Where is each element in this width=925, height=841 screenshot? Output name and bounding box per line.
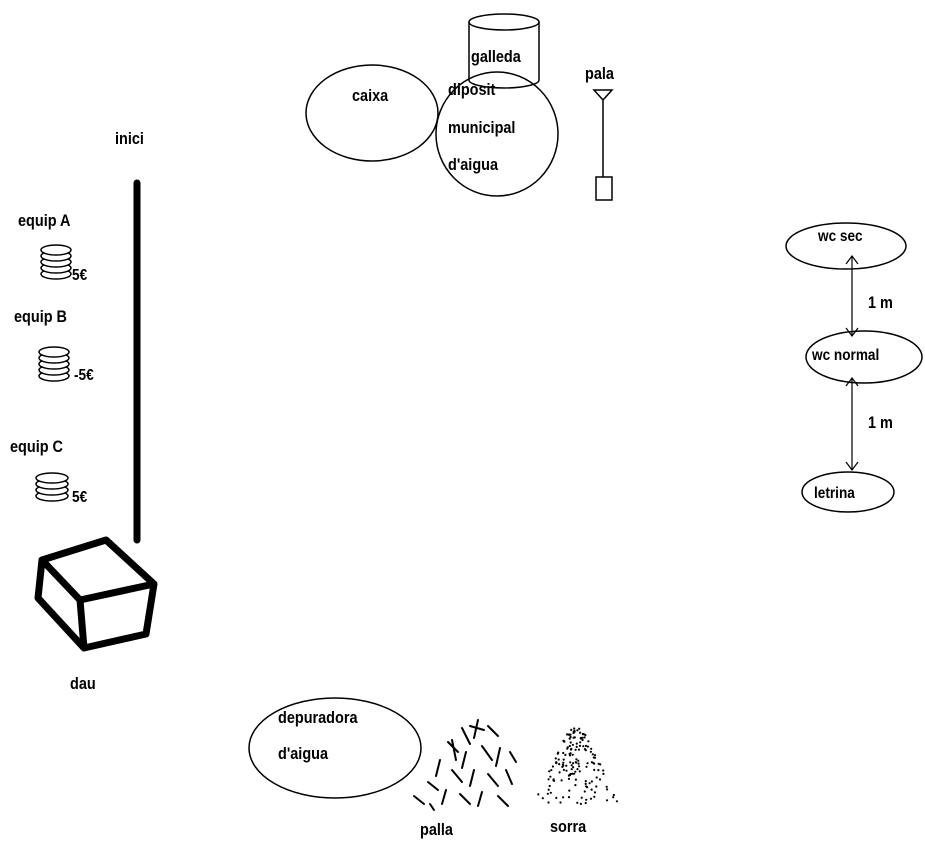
municipal-tank-circle	[435, 71, 559, 197]
team-c-name: equip C	[10, 437, 63, 456]
die-cube-icon	[34, 536, 158, 652]
start-label: inici	[115, 129, 144, 148]
box-label: caixa	[352, 86, 389, 105]
tank-label-line2: municipal	[448, 118, 516, 137]
latrine-ellipse	[801, 471, 895, 513]
distance-label-1: 1 m	[868, 293, 893, 312]
bucket-icon	[468, 13, 540, 89]
tank-label-line1: dipòsit	[448, 80, 496, 99]
team-b-name: equip B	[14, 307, 67, 326]
team-b-amount: -5€	[74, 367, 94, 384]
distance-arrow-1	[845, 255, 859, 337]
coin-stack-a-icon	[40, 244, 72, 280]
purifier-label-line2: d'aigua	[278, 744, 329, 763]
team-a-name: equip A	[18, 211, 71, 230]
box-circle	[305, 64, 439, 162]
purifier-label-line1: depuradora	[278, 708, 358, 727]
sand-pile-icon	[537, 727, 619, 806]
sand-label: sorra	[550, 817, 587, 836]
dry-wc-label: wc sec	[818, 228, 863, 245]
dry-wc-ellipse	[785, 222, 907, 270]
water-purifier-ellipse	[248, 697, 422, 799]
bucket-label: galleda	[471, 47, 521, 66]
team-c-amount: 5€	[72, 489, 88, 506]
normal-wc-ellipse	[805, 330, 923, 384]
straw-label: palla	[420, 820, 453, 839]
tank-label-line3: d'aigua	[448, 155, 499, 174]
team-a-amount: 5€	[72, 267, 88, 284]
coin-stack-b-icon	[38, 346, 70, 382]
straw-pile-icon	[413, 719, 517, 811]
coin-stack-c-icon	[35, 472, 69, 502]
distance-label-2: 1 m	[868, 413, 893, 432]
normal-wc-label: wc normal	[812, 347, 880, 364]
distance-arrow-2	[845, 377, 859, 471]
shovel-icon	[592, 89, 614, 201]
die-label: dau	[70, 674, 96, 693]
latrine-label: letrina	[814, 485, 855, 502]
shovel-label: pala	[585, 64, 614, 83]
